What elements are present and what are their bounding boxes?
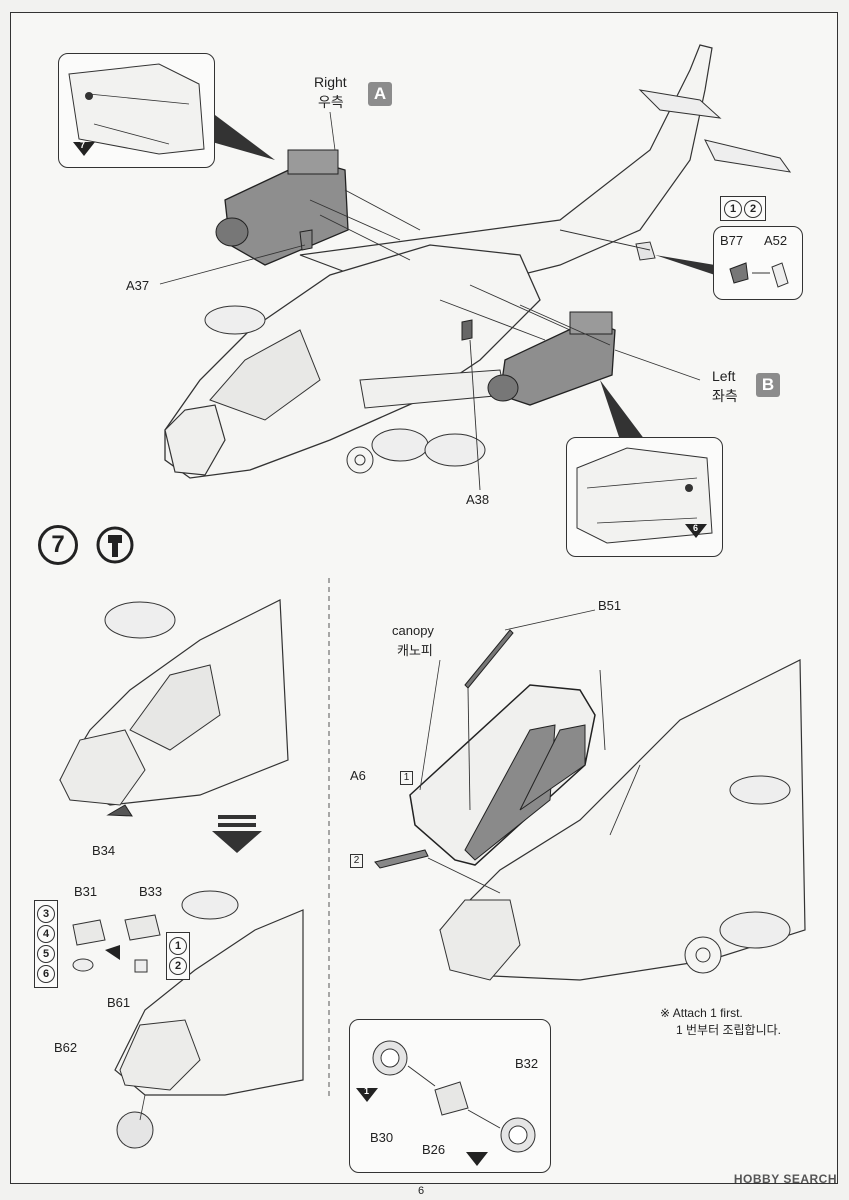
part-b34: B34	[92, 843, 116, 858]
page-number: 6	[418, 1185, 425, 1197]
down-arrow-icon	[212, 815, 262, 853]
option-number: 6	[37, 965, 55, 983]
option-number: 4	[37, 925, 55, 943]
part-b51: B51	[598, 598, 622, 613]
part-b33: B33	[139, 884, 163, 899]
watermark: HOBBY SEARCH	[733, 1172, 837, 1186]
option-number: 5	[37, 945, 55, 963]
part-b77: B77	[720, 233, 744, 248]
part-b62: B62	[54, 1040, 78, 1055]
canopy-label: canopy	[392, 623, 434, 638]
option-number: 1	[169, 937, 187, 955]
option-number: 1	[724, 200, 742, 218]
attach-note: ※ Attach 1 first. 1 번부터 조립합니다.	[660, 1005, 781, 1039]
left-label: Left	[712, 368, 736, 384]
inset-bottom-right: 6	[566, 437, 723, 557]
right-label-ko: 우측	[318, 94, 344, 110]
part-a52: A52	[764, 233, 788, 248]
section-divider	[328, 578, 330, 1098]
inset-step-number: 6	[693, 523, 699, 533]
option-number: 2	[169, 957, 187, 975]
part-a38: A38	[466, 492, 490, 507]
small-parts-cluster	[72, 914, 161, 973]
glue-icon	[96, 526, 134, 564]
inset-b30-b26-b32: B30 B26 B32 1	[349, 1019, 551, 1173]
part-b26: B26	[422, 1142, 446, 1157]
right-badge: A	[368, 82, 392, 106]
part-b61: B61	[107, 995, 131, 1010]
inset-step-number: 1	[364, 1086, 370, 1096]
canopy-assembly-drawing	[374, 609, 806, 981]
boxed-step-2: 2	[350, 851, 363, 868]
inset-top-left: 7	[58, 53, 215, 168]
helicopter-main-drawing	[159, 44, 792, 491]
left-label-ko: 좌측	[712, 388, 738, 404]
left-badge: B	[756, 373, 780, 397]
option-number: 2	[744, 200, 762, 218]
instruction-sheet	[10, 12, 838, 1184]
part-a6: A6	[350, 768, 366, 783]
option-numbers-right: 1 2	[166, 932, 190, 980]
part-b30: B30	[370, 1130, 394, 1145]
canopy-label-ko: 캐노피	[397, 643, 433, 658]
step-number: 7	[38, 525, 78, 565]
right-label: Right	[314, 74, 347, 90]
nose-drawing-upper	[59, 599, 289, 817]
inset-b77-a52: B77 A52	[713, 226, 803, 300]
attach-note-ko: 1 번부터 조립합니다.	[676, 1023, 781, 1037]
part-a37: A37	[126, 278, 150, 293]
boxed-step-1: 1	[400, 768, 413, 785]
nose-drawing-lower	[114, 890, 304, 1149]
option-numbers-left: 3 4 5 6	[34, 900, 58, 988]
inset-step-number: 7	[80, 140, 86, 150]
attach-note-en: ※ Attach 1 first.	[660, 1006, 743, 1020]
option-number: 3	[37, 905, 55, 923]
part-b32: B32	[515, 1056, 539, 1071]
part-b31: B31	[74, 884, 98, 899]
